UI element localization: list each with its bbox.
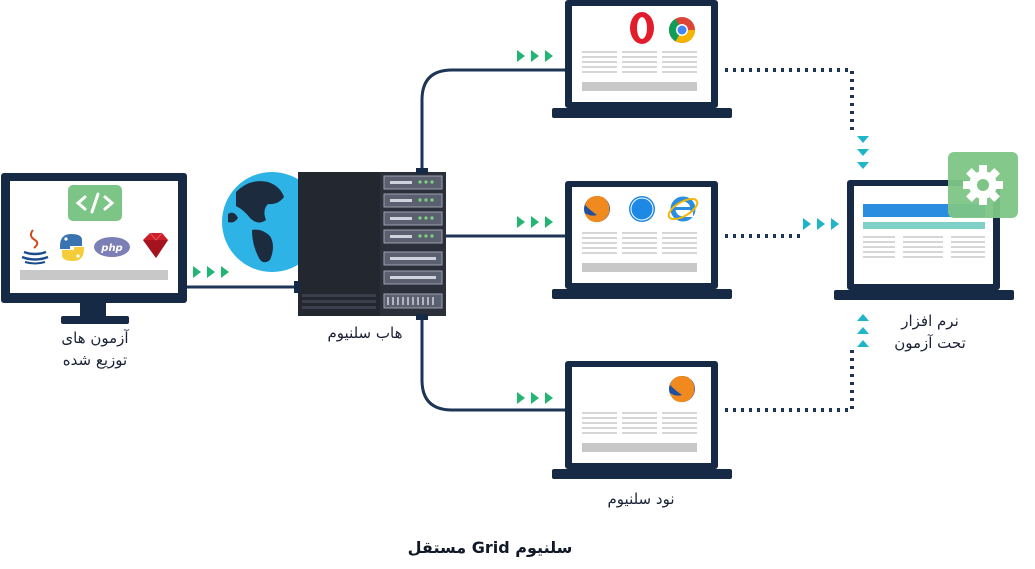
connector-hub-to-node-top bbox=[420, 68, 565, 175]
label-aut-line2: تحت آزمون bbox=[894, 334, 966, 352]
firefox-icon bbox=[669, 376, 695, 403]
java-icon bbox=[21, 229, 49, 265]
label-selenium-hub: هاب سلنیوم bbox=[327, 324, 403, 342]
opera-icon bbox=[630, 12, 654, 44]
php-icon-text: php bbox=[100, 243, 122, 254]
arrow-group-aut-top bbox=[857, 136, 869, 169]
arrow-group-aut-left bbox=[803, 218, 839, 230]
hub-connections bbox=[185, 68, 565, 412]
hub-server bbox=[294, 168, 446, 320]
diagram-caption: سلنیوم Grid مستقل bbox=[407, 538, 573, 557]
node-laptop-top bbox=[551, 0, 733, 119]
label-aut-line1: نرم افزار bbox=[901, 312, 959, 330]
ie-icon bbox=[667, 196, 699, 222]
label-distributed-tests-line1: آزمون های bbox=[61, 329, 129, 347]
dotted-bottom bbox=[725, 350, 854, 412]
safari-icon bbox=[629, 196, 655, 222]
arrow-group-node-bottom bbox=[517, 392, 553, 404]
python-icon bbox=[60, 234, 84, 261]
node-laptop-middle bbox=[551, 180, 733, 300]
arrow-group-node-top bbox=[517, 50, 553, 62]
node-laptop-bottom bbox=[551, 360, 733, 480]
php-icon: php bbox=[94, 237, 130, 257]
label-distributed-tests-line2: توزیع شده bbox=[62, 351, 128, 369]
arrow-group-node-middle bbox=[517, 216, 553, 228]
arrow-group-tests bbox=[193, 266, 229, 278]
chrome-icon bbox=[668, 17, 696, 44]
gear-icon bbox=[948, 152, 1018, 218]
label-distributed-tests: آزمون های توزیع شده bbox=[20, 327, 170, 371]
hub-port-bottom bbox=[416, 314, 428, 320]
label-selenium-node: نود سلنیوم bbox=[607, 490, 675, 508]
connector-hub-to-node-bottom bbox=[420, 315, 565, 412]
hub-port-left bbox=[294, 281, 300, 293]
ruby-icon bbox=[143, 232, 168, 258]
globe-icon bbox=[222, 172, 322, 272]
monitor-base bbox=[61, 316, 129, 324]
label-aut: نرم افزار تحت آزمون bbox=[855, 310, 1005, 354]
node-to-aut-connections bbox=[725, 68, 854, 412]
test-monitor: php bbox=[1, 173, 187, 324]
monitor-neck bbox=[80, 303, 106, 317]
firefox-icon bbox=[584, 196, 610, 223]
dotted-top bbox=[725, 68, 854, 135]
progress-bar bbox=[20, 270, 168, 280]
hub-port-top bbox=[416, 168, 428, 174]
arrow-group-aut-bottom bbox=[857, 314, 869, 347]
aut-subheader-bar bbox=[863, 222, 985, 229]
